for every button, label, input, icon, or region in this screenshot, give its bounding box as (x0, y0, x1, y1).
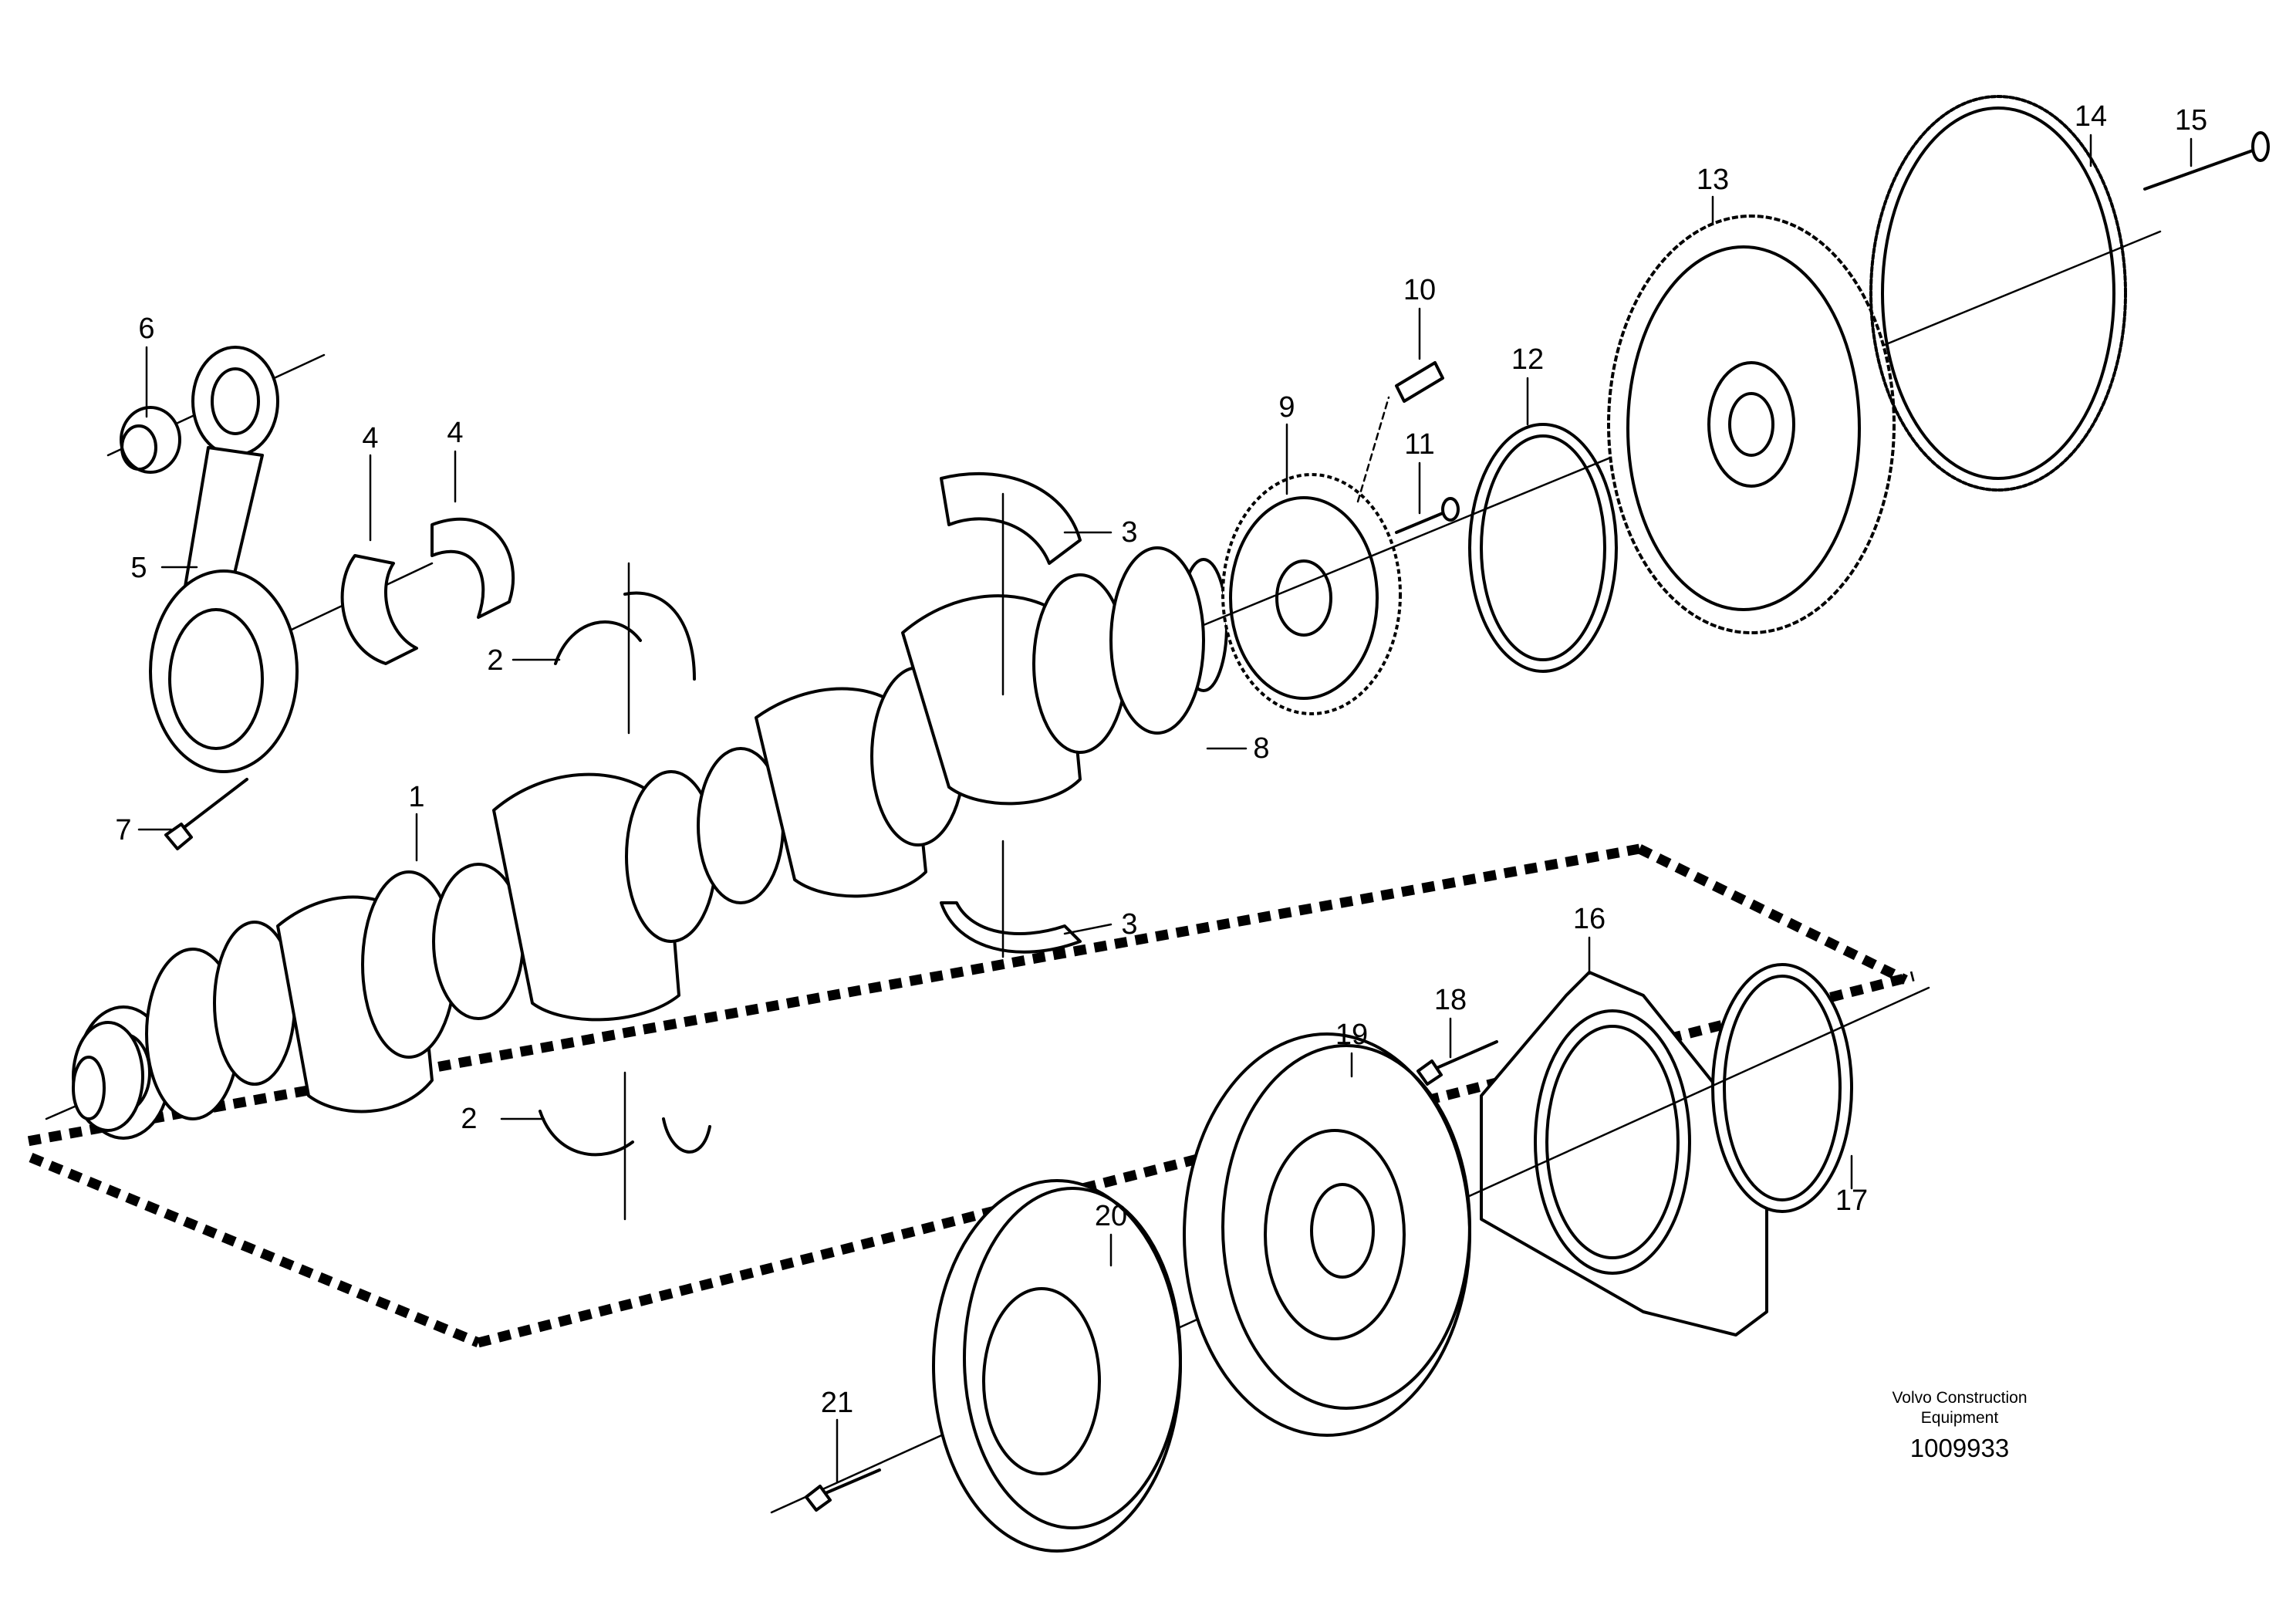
document-number: 1009933 (1910, 1434, 2009, 1462)
callout-5: 5 (130, 552, 147, 584)
callout-19: 19 (1335, 1019, 1368, 1051)
crank-end (1109, 546, 1205, 735)
callout-labels: 1 2 2 3 3 4 4 5 6 7 8 9 10 11 12 13 14 1… (115, 100, 2207, 1419)
callout-3-lower: 3 (1121, 908, 1137, 941)
seal-ring (1468, 423, 1618, 673)
pulley (932, 1179, 1182, 1553)
crankshaft (45, 554, 1236, 1140)
con-rod-bolt (164, 778, 248, 850)
brand-line-1: Volvo Construction (1892, 1389, 2027, 1407)
callout-13: 13 (1697, 164, 1729, 196)
leader-lines (137, 133, 2193, 1483)
callout-7: 7 (115, 814, 131, 846)
ring-gear (1869, 95, 2127, 492)
timing-gear (1221, 473, 1402, 715)
callout-4-left: 4 (362, 422, 378, 454)
brand-line-2: Equipment (1921, 1409, 1999, 1427)
callout-2-lower: 2 (461, 1103, 477, 1135)
callout-15: 15 (2175, 104, 2207, 137)
front-seal-ring (1711, 963, 1853, 1213)
main-bearing-shell-lower (940, 840, 1082, 958)
callout-12: 12 (1511, 343, 1544, 376)
callout-10: 10 (1403, 274, 1436, 306)
thrust-washers-upper (554, 562, 696, 735)
callout-6: 6 (138, 313, 154, 345)
cover-screw (1416, 1040, 1498, 1086)
thrust-washers-lower (539, 1071, 711, 1221)
rear-cover (1480, 971, 1768, 1336)
callout-2-upper: 2 (487, 644, 503, 677)
callout-18: 18 (1434, 984, 1467, 1016)
callout-16: 16 (1573, 903, 1606, 935)
callout-9: 9 (1278, 391, 1295, 424)
callout-3-upper: 3 (1121, 516, 1137, 549)
flywheel-bolt (2143, 131, 2270, 191)
callout-20: 20 (1095, 1200, 1127, 1232)
footer: Volvo Construction Equipment 1009933 (1892, 1389, 2027, 1462)
connecting-rod (106, 346, 434, 773)
callout-11: 11 (1404, 428, 1434, 461)
callout-1: 1 (408, 781, 424, 813)
pulley-screw (805, 1468, 881, 1512)
dowel-pin (1356, 361, 1444, 503)
con-rod-bearing-shells (340, 517, 515, 665)
screw (1395, 497, 1460, 534)
callout-21: 21 (821, 1387, 853, 1419)
callout-14: 14 (2075, 100, 2107, 133)
callout-17: 17 (1835, 1184, 1868, 1217)
flywheel (1202, 215, 2162, 634)
callout-8: 8 (1253, 732, 1269, 765)
main-bearing-shell-upper (940, 471, 1082, 696)
callout-4-right: 4 (447, 417, 463, 449)
